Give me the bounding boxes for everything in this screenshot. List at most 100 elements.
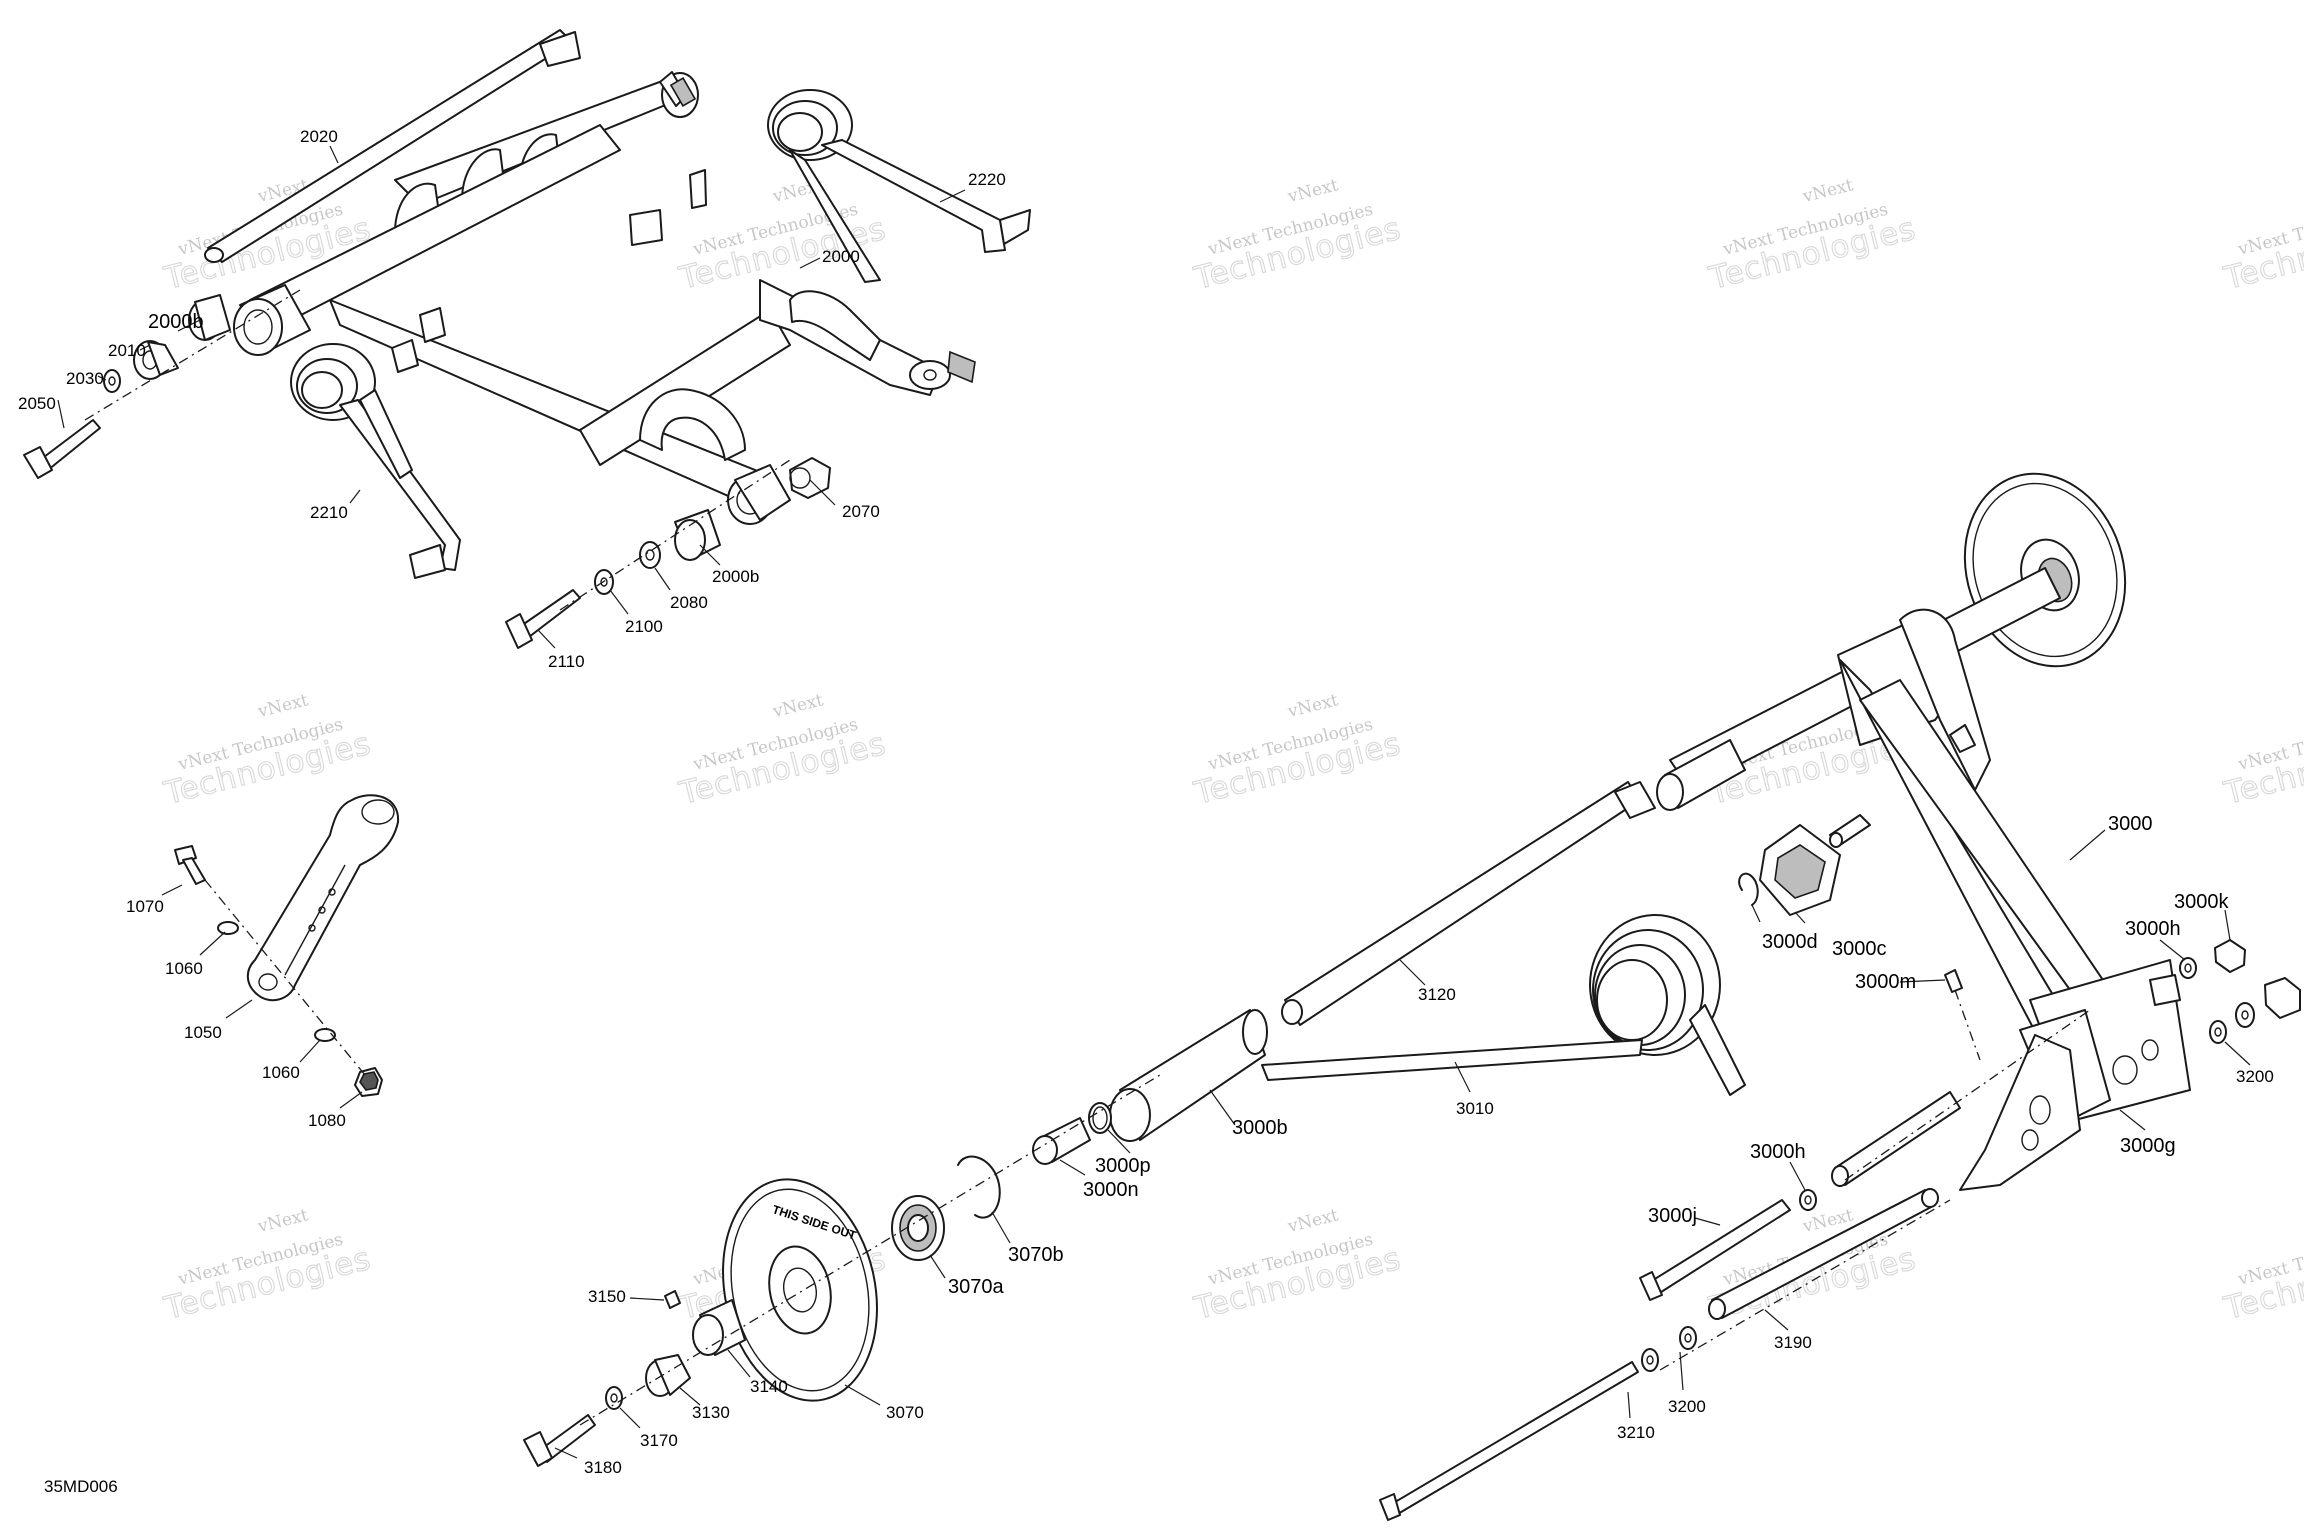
watermark: vNext vNext Technologies Technologies	[2220, 715, 2304, 813]
label-3000m: 3000m	[1855, 971, 1916, 993]
label-2070: 2070	[842, 502, 880, 521]
setscrew-3000m	[1944, 969, 1963, 993]
shaft-3120	[1281, 781, 1656, 1026]
label-3000c: 3000c	[1832, 938, 1887, 960]
pin-3000j	[1639, 1199, 1791, 1301]
spring-3010	[1261, 914, 1746, 1096]
watermark: vNext vNext Technologies Technologies	[675, 690, 891, 812]
link-1050	[246, 794, 400, 1002]
shaft-2020	[204, 29, 581, 263]
washer-3200-bottom-2	[1641, 1348, 1659, 1372]
svg-text:vNext: vNext	[255, 690, 310, 722]
watermark: vNext vNext Technologies Technologies	[1705, 175, 1921, 297]
label-3130: 3130	[692, 1403, 730, 1422]
bolt-3180	[523, 1414, 596, 1467]
label-3000p: 3000p	[1095, 1155, 1151, 1177]
tube-3190	[1708, 1188, 1939, 1320]
watermark: vNext vNext Technologies Technologies	[1190, 690, 1406, 812]
watermark: vNext vNext Technologies Technologies	[1190, 1205, 1406, 1327]
label-3000h-right: 3000h	[2125, 918, 2181, 940]
washers-3200-right	[2209, 977, 2301, 1044]
svg-text:Technologies: Technologies	[2220, 211, 2304, 297]
bushing-3130	[645, 1354, 691, 1397]
bushing-2000b-low	[674, 509, 721, 561]
hardware-2000b-top	[188, 294, 231, 341]
label-3170: 3170	[640, 1431, 678, 1450]
label-1060-b: 1060	[262, 1063, 300, 1082]
label-3000h-bottom: 3000h	[1750, 1141, 1806, 1163]
label-3000k: 3000k	[2174, 891, 2229, 913]
label-3140: 3140	[750, 1377, 788, 1396]
label-2080: 2080	[670, 593, 708, 612]
nut-1080	[354, 1067, 383, 1097]
label-1080: 1080	[308, 1111, 346, 1130]
label-3070: 3070	[886, 1403, 924, 1422]
washer-2080	[639, 541, 661, 569]
spring-2220	[767, 89, 1031, 283]
tube-upper	[1831, 1091, 1961, 1187]
watermark: vNext vNext Technologies Technologies	[2220, 1230, 2304, 1328]
bolt-2050	[23, 419, 101, 479]
label-2010: 2010	[108, 341, 146, 360]
washer-1060-b	[314, 1028, 336, 1042]
label-2220: 2220	[968, 170, 1006, 189]
label-2050: 2050	[18, 394, 56, 413]
nut-3000k	[2214, 939, 2246, 973]
label-3010: 3010	[1456, 1099, 1494, 1118]
label-2000b-low: 2000b	[712, 567, 759, 586]
label-3070b: 3070b	[1008, 1244, 1064, 1266]
label-3000d: 3000d	[1762, 931, 1818, 953]
label-2100: 2100	[625, 617, 663, 636]
bracket-3000c	[1759, 824, 1841, 916]
rod-3210	[1379, 1361, 1639, 1521]
svg-text:vNext: vNext	[770, 690, 825, 722]
washer-3000h-bottom	[1799, 1189, 1817, 1211]
bushing-3140	[692, 1299, 746, 1356]
bolt-2110	[505, 589, 581, 649]
setscrew-3150	[664, 1290, 681, 1309]
label-2000: 2000	[822, 247, 860, 266]
label-3150: 3150	[588, 1287, 626, 1306]
label-3200-bottom: 3200	[1668, 1397, 1706, 1416]
part-labels: 2020 2220 2000 2000b 2010 2030 2050 2210…	[18, 127, 2274, 1496]
rear-arm-assembly: THIS SIDE OUT	[523, 472, 2301, 1521]
label-3070a: 3070a	[948, 1276, 1004, 1298]
label-3000b: 3000b	[1232, 1117, 1288, 1139]
watermark: vNext vNext Technologies Technologies	[160, 1205, 376, 1327]
sleeve-3000b	[1109, 1009, 1268, 1142]
watermark: vNext vNext Technologies Technologies	[1190, 175, 1406, 297]
label-2020: 2020	[300, 127, 338, 146]
label-1070: 1070	[126, 897, 164, 916]
diagram-id: 35MD006	[44, 1477, 118, 1496]
clip-3000d	[1738, 872, 1759, 906]
label-2000b-top: 2000b	[148, 311, 204, 333]
svg-text:vNext: vNext	[1285, 175, 1340, 207]
label-3000: 3000	[2108, 813, 2153, 835]
label-3000n: 3000n	[1083, 1179, 1139, 1201]
sleeve-3000n	[1032, 1117, 1091, 1165]
ring-3000p	[1088, 1102, 1112, 1134]
washer-3000h-right	[2179, 957, 2197, 979]
svg-text:vNext: vNext	[1800, 175, 1855, 207]
label-2110: 2110	[548, 652, 585, 671]
label-3190: 3190	[1774, 1333, 1812, 1352]
label-3200-right: 3200	[2236, 1067, 2274, 1086]
watermark: vNext vNext Technologies Technologies	[2220, 200, 2304, 298]
svg-text:vNext: vNext	[1285, 1205, 1340, 1237]
label-3210: 3210	[1617, 1423, 1655, 1442]
front-arm-assembly	[23, 29, 1031, 649]
bolt-1070	[174, 845, 206, 885]
idler-wheel-3070: THIS SIDE OUT	[722, 1178, 878, 1402]
label-3000j: 3000j	[1648, 1205, 1697, 1227]
bushing-2010	[133, 340, 179, 380]
label-2030: 2030	[66, 369, 104, 388]
label-3000g: 3000g	[2120, 1135, 2176, 1157]
svg-text:vNext: vNext	[1285, 690, 1340, 722]
washer-3170	[605, 1386, 623, 1410]
leader-lines	[57, 145, 2251, 1459]
spring-2210	[290, 343, 461, 579]
arm-frame-3000	[1837, 608, 2191, 1191]
label-1050: 1050	[184, 1023, 222, 1042]
label-2210: 2210	[310, 503, 348, 522]
